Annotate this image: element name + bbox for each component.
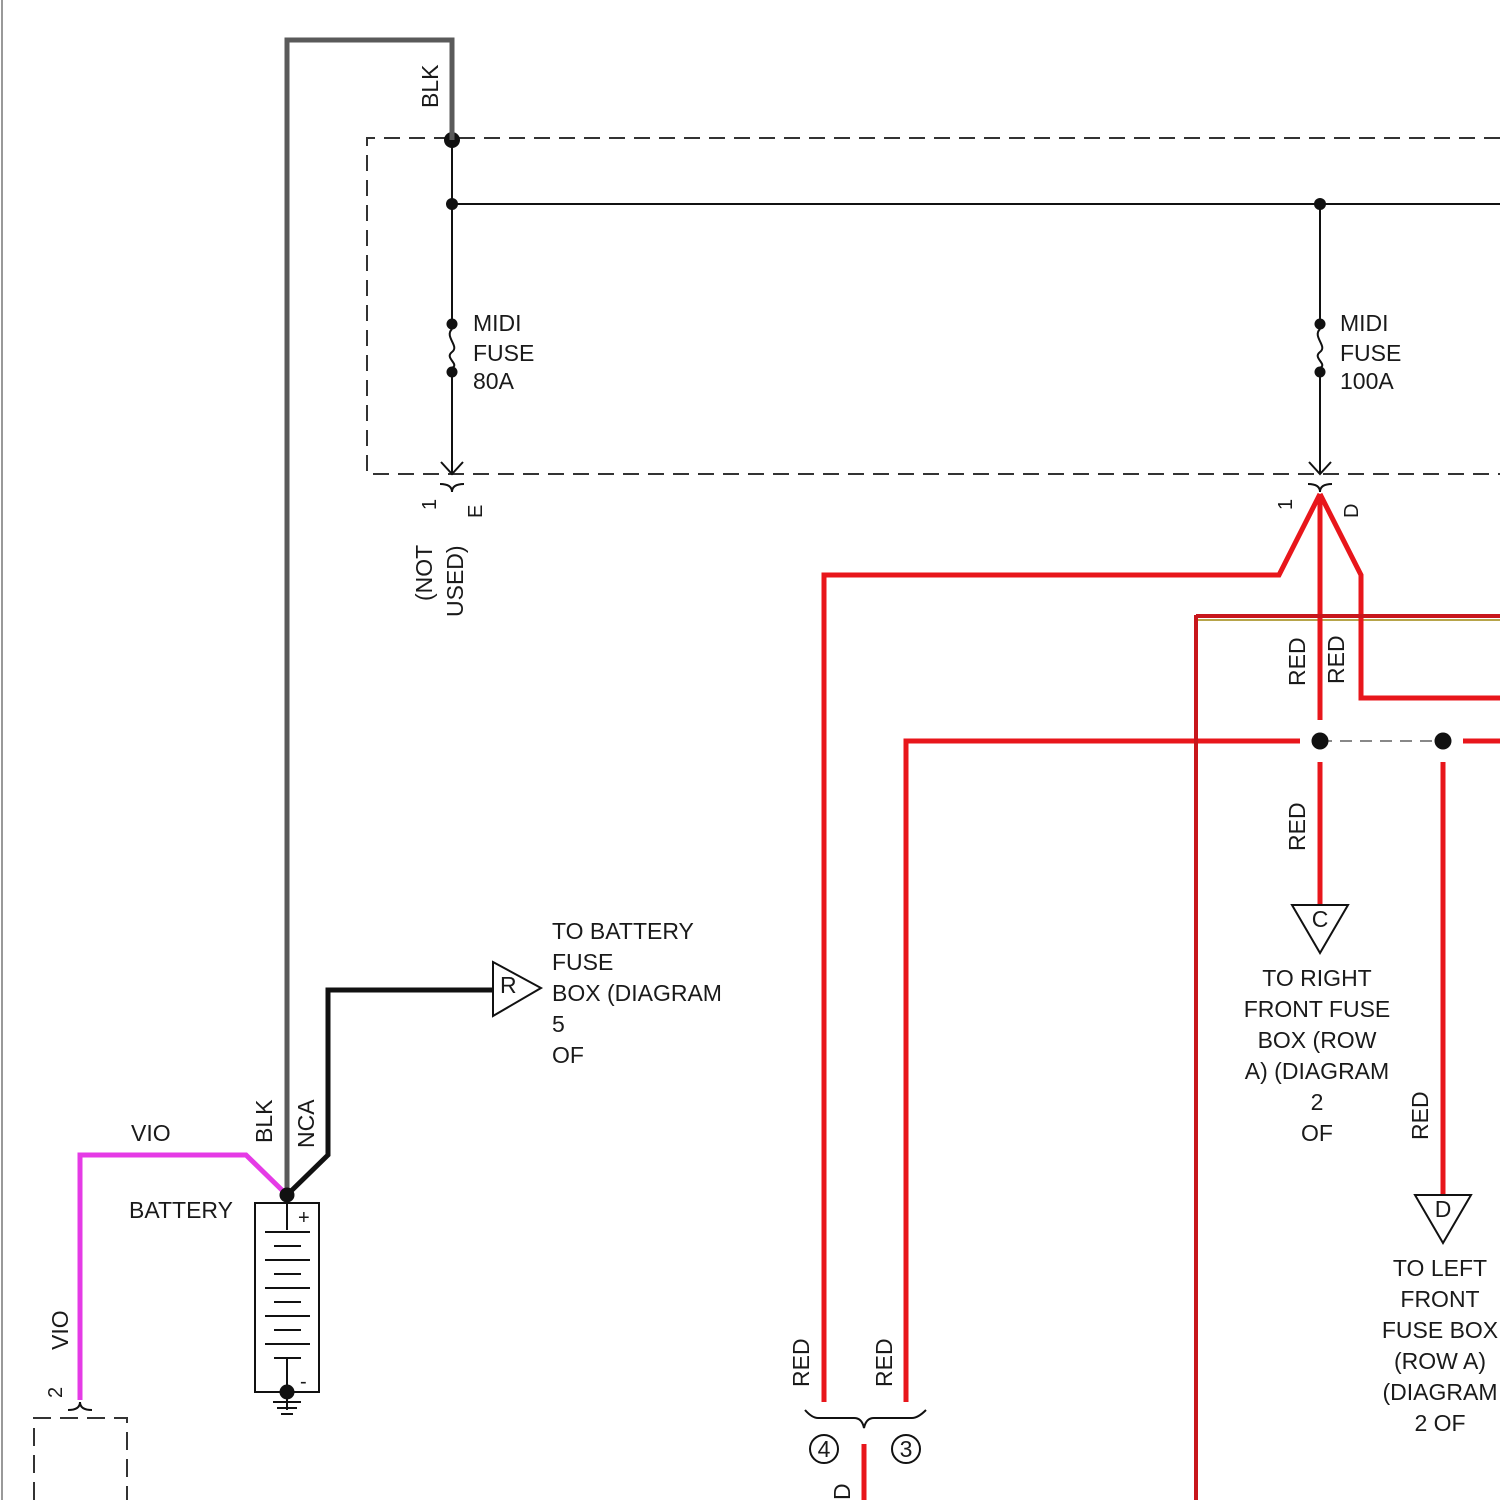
fuse-100a-symbol: [1315, 319, 1326, 378]
fuse-80a-line1: MIDI: [473, 310, 522, 336]
wire-label-blk-battery: BLK: [251, 1099, 277, 1143]
fuse-box-enclosure: [367, 138, 1500, 474]
fuse-100a-line1: MIDI: [1340, 310, 1389, 336]
wire-label-nca: NCA: [293, 1099, 319, 1148]
wire-label-red-c2: RED: [1323, 635, 1349, 684]
wire-label-vio-vertical: VIO: [47, 1310, 73, 1350]
ref-c-line4: A) (DIAGRAM: [1245, 1058, 1389, 1084]
wire-label-red-c-down: RED: [1284, 802, 1310, 851]
fuse-100a-line2: FUSE: [1340, 340, 1401, 366]
ref-d-line2: FRONT: [1400, 1286, 1479, 1312]
ref-c-line2: FRONT FUSE: [1244, 996, 1391, 1022]
battery-minus: -: [300, 1371, 307, 1393]
connector-pins-bracket: [805, 1410, 926, 1428]
ref-d-line5: (DIAGRAM: [1383, 1379, 1498, 1405]
wire-label-vio-horizontal: VIO: [131, 1120, 171, 1146]
connector-bottom-letter: D: [829, 1483, 855, 1500]
ref-r-letter: R: [500, 972, 517, 998]
ref-r-line3: BOX (DIAGRAM: [552, 980, 722, 1006]
connector-e-letter: E: [465, 505, 487, 518]
ref-c-line6: OF: [1301, 1120, 1333, 1146]
connector-d-letter: D: [1341, 504, 1363, 518]
ref-r-line1: TO BATTERY: [552, 918, 694, 944]
ref-d-line3: FUSE BOX: [1382, 1317, 1498, 1343]
battery-label: BATTERY: [129, 1197, 233, 1223]
ref-c-line1: TO RIGHT: [1262, 965, 1371, 991]
ref-d-line4: (ROW A): [1394, 1348, 1486, 1374]
splice-c: [1312, 733, 1329, 750]
not-used-line1: (NOT: [411, 545, 437, 601]
ref-d-line1: TO LEFT: [1393, 1255, 1487, 1281]
ref-r-line5: OF: [552, 1042, 584, 1068]
battery-ground-node: [280, 1385, 295, 1400]
wire-label-red-c1: RED: [1284, 637, 1310, 686]
bus-node-right: [1314, 198, 1326, 210]
connector-2-outline: [34, 1418, 127, 1500]
not-used-line2: USED): [442, 545, 468, 617]
ref-c-letter: C: [1312, 906, 1329, 932]
ref-d-letter: D: [1435, 1196, 1452, 1222]
pin-4-label: 4: [818, 1436, 831, 1462]
fuse-80a-symbol: [447, 319, 458, 378]
wire-label-red-d-down: RED: [1407, 1091, 1433, 1140]
bus-node-left: [446, 198, 458, 210]
fuse-80a-line2: FUSE: [473, 340, 534, 366]
wire-label-red-pin3: RED: [871, 1338, 897, 1387]
battery-plus: +: [298, 1207, 310, 1229]
pin-3-label: 3: [900, 1436, 913, 1462]
ref-r-line4: 5: [552, 1011, 565, 1037]
wire-blk-top: [287, 40, 452, 1195]
ref-c-line3: BOX (ROW: [1258, 1027, 1377, 1053]
battery-positive-splice: [280, 1188, 295, 1203]
ref-d-line6: 2 OF: [1414, 1410, 1465, 1436]
fuse-80a-line3: 80A: [473, 368, 515, 394]
ref-r-line2: FUSE: [552, 949, 613, 975]
fuse-100a-line3: 100A: [1340, 368, 1394, 394]
wire-label-red-pin4: RED: [788, 1338, 814, 1387]
connector-d-pin: 1: [1275, 499, 1297, 510]
splice-d: [1435, 733, 1452, 750]
connector-2-pin: 2: [45, 1387, 67, 1398]
connector-e-pin: 1: [419, 499, 441, 510]
wire-label-blk-top: BLK: [417, 64, 443, 108]
ref-c-line5: 2: [1311, 1089, 1324, 1115]
wire-nca: [287, 990, 493, 1195]
connector-2-terminal: [68, 1402, 92, 1410]
